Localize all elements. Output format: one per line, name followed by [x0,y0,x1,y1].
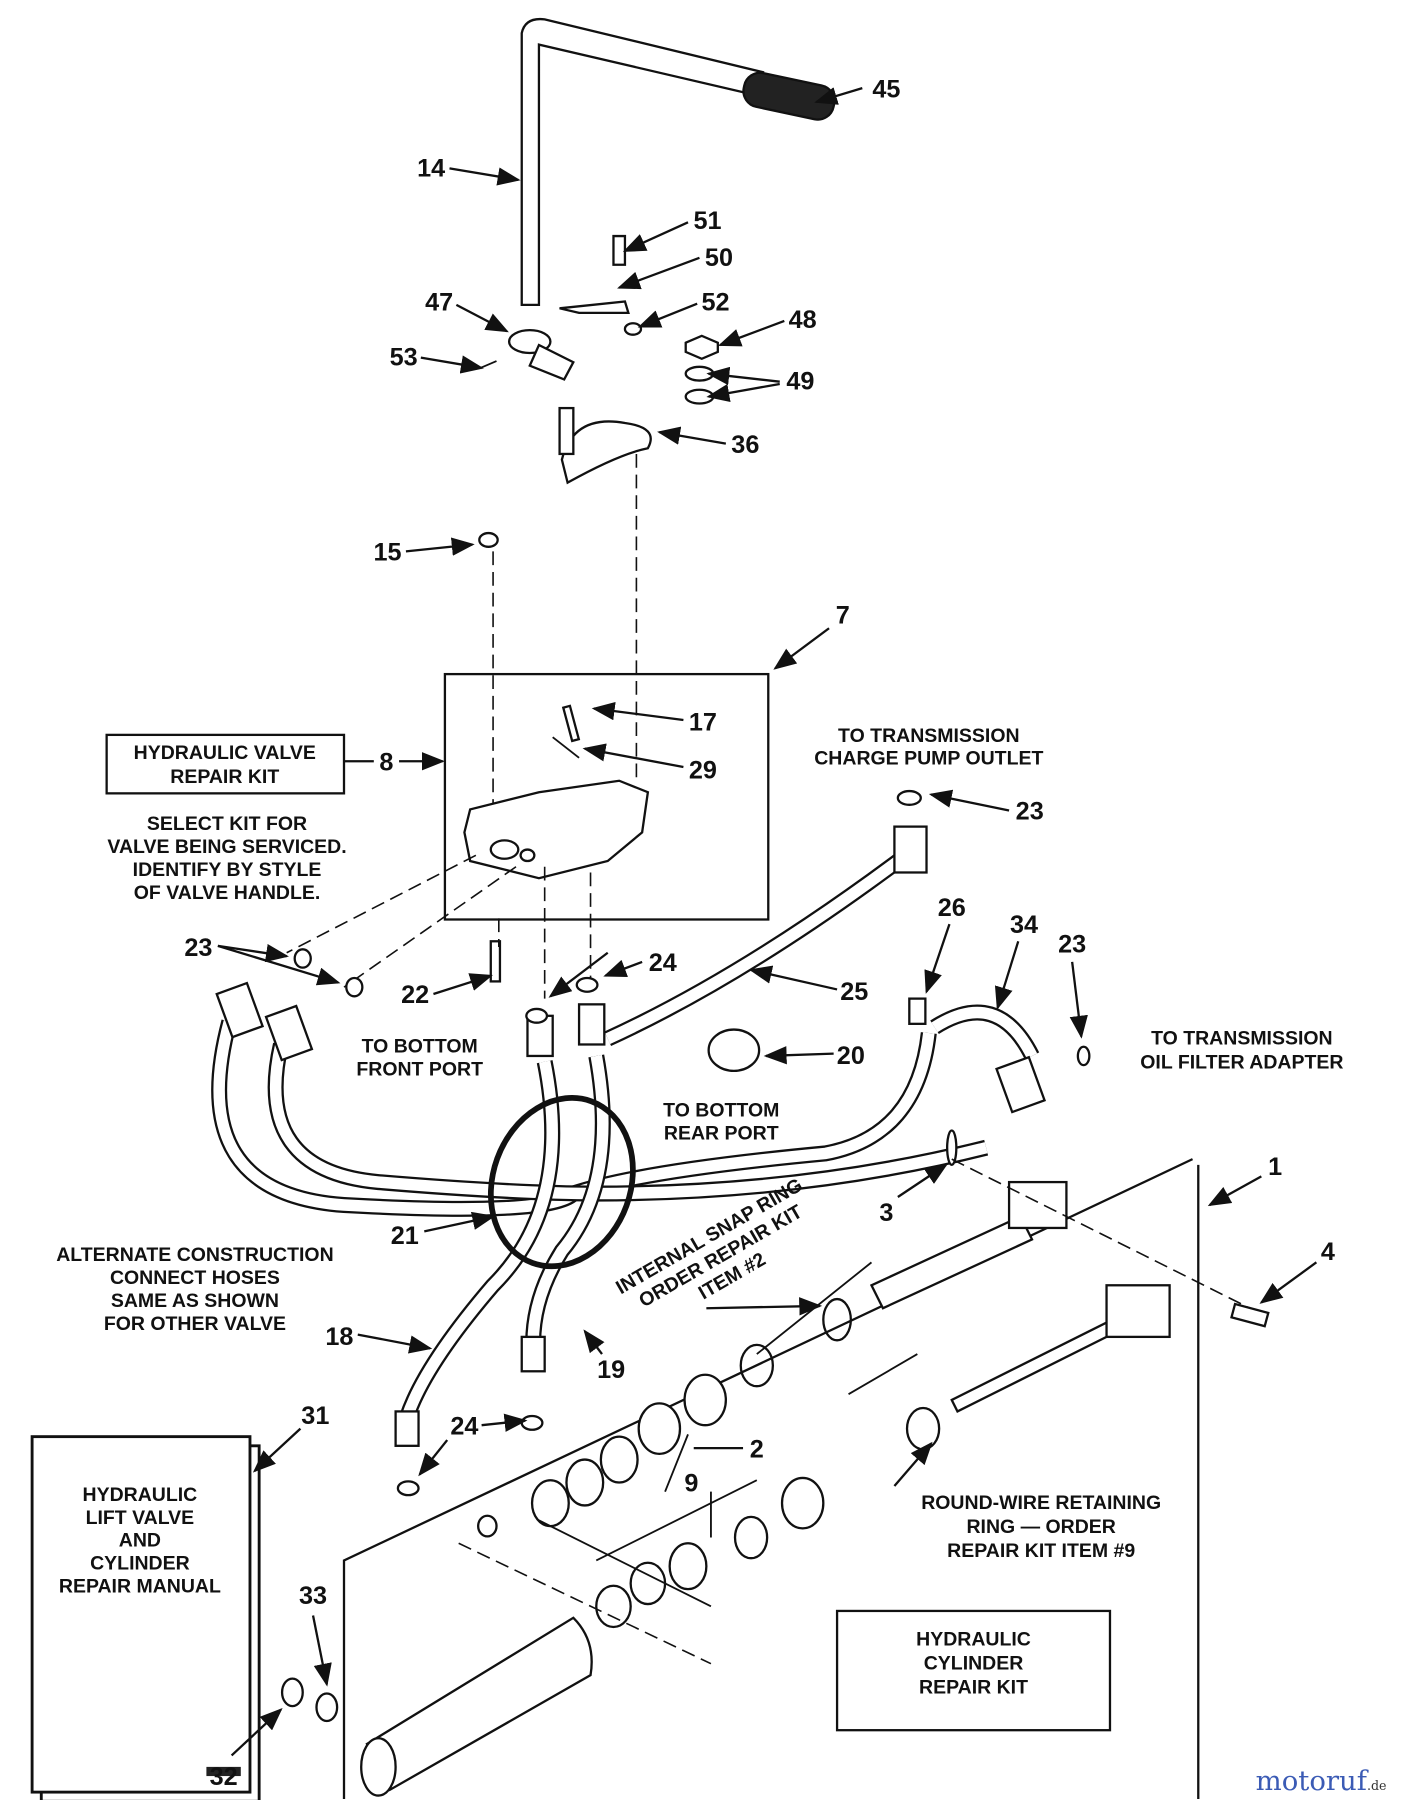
manual-title: HYDRAULIC [83,1484,198,1506]
bottom-front-note: FRONT PORT [356,1058,483,1080]
handle-grip [742,71,836,121]
callout-23: 23 [184,934,212,962]
valve-arm [560,420,652,485]
lift-handle [520,17,765,307]
callout-8: 8 [379,748,393,776]
round-wire-note: ROUND-WIRE RETAINING [921,1492,1161,1514]
bottom-rear-note: TO BOTTOM [663,1100,779,1122]
valve-kit-label: REPAIR KIT [170,766,279,788]
callout-31: 31 [301,1402,329,1430]
callout-4: 4 [1321,1238,1335,1266]
piston-rod [869,1214,1034,1310]
watermark-text: motoruf.de [1256,1765,1387,1797]
charge-pump-note: CHARGE PUMP OUTLET [814,748,1043,770]
valve-assembly-box [443,672,770,921]
cylinder-kit-label: HYDRAULIC [916,1628,1031,1650]
select-kit-note: IDENTIFY BY STYLE [133,859,322,881]
leader-arrows [217,87,1318,1757]
callout-29: 29 [689,756,717,784]
callout-53: 53 [390,344,418,372]
cylinder-barrel [365,1616,593,1792]
alternate-note: ALTERNATE CONSTRUCTION [56,1244,333,1266]
manual-title: REPAIR MANUAL [59,1576,221,1598]
callout-2: 2 [750,1435,764,1463]
cylinder-kit-label: REPAIR KIT [919,1677,1028,1699]
watermark: motoruf.de [1256,1765,1387,1797]
callout-23: 23 [1016,798,1044,826]
rod [950,1318,1120,1413]
select-kit-note: OF VALVE HANDLE. [134,882,321,904]
callout-23: 23 [1058,931,1086,959]
parts-drawing [30,17,1270,1800]
seals-and-pistons [280,1129,1270,1723]
watermark-suffix: .de [1367,1778,1387,1793]
callout-7: 7 [836,602,850,630]
callout-19: 19 [597,1356,625,1384]
round-wire-note: REPAIR KIT ITEM #9 [947,1540,1135,1562]
callout-21: 21 [391,1222,419,1250]
valve-body [463,779,650,880]
callout-51: 51 [693,207,721,235]
alternate-note: CONNECT HOSES [110,1267,280,1289]
callout-45: 45 [872,75,900,103]
cylinder-kit-box [835,1609,1112,1732]
callout-numbers: 45 14 51 50 52 47 48 49 53 36 15 7 17 29… [184,75,1335,1791]
cylinder-kit-label: CYLINDER [924,1652,1024,1674]
callout-17: 17 [689,708,717,736]
oil-filter-note: TO TRANSMISSION [1151,1027,1333,1049]
callout-3: 3 [879,1199,893,1227]
manual-title: LIFT VALVE [86,1507,195,1529]
callout-20: 20 [837,1042,865,1070]
manual-title: CYLINDER [90,1553,190,1575]
callout-32: 32 [210,1763,238,1791]
callout-24: 24 [450,1412,478,1440]
callout-22: 22 [401,981,429,1009]
callout-47: 47 [425,289,453,317]
callout-52: 52 [701,289,729,317]
select-kit-note: VALVE BEING SERVICED. [107,836,346,858]
callout-48: 48 [789,306,817,334]
alternate-note: SAME AS SHOWN [111,1290,279,1312]
callout-25: 25 [840,978,868,1006]
oil-filter-note: OIL FILTER ADAPTER [1140,1052,1343,1074]
watermark-text: motoruf [1256,1765,1369,1797]
callout-15: 15 [374,539,402,567]
callout-34: 34 [1010,911,1038,939]
alternate-note: FOR OTHER VALVE [104,1313,286,1335]
valve-kit-box [105,733,346,795]
valve-kit-label: HYDRAULIC VALVE [134,742,316,764]
manual-title: AND [119,1530,161,1552]
callout-24: 24 [649,949,677,977]
callout-1: 1 [1268,1153,1282,1181]
select-kit-note: SELECT KIT FOR [147,813,307,835]
callout-50: 50 [705,244,733,272]
charge-pump-note: TO TRANSMISSION [838,725,1020,747]
hose-clamp-ring [487,1095,636,1270]
callout-9: 9 [684,1470,698,1498]
callout-33: 33 [299,1582,327,1610]
lever-plate [559,300,630,315]
callout-14: 14 [417,154,445,182]
callout-49: 49 [786,368,814,396]
callout-26: 26 [938,894,966,922]
callout-18: 18 [325,1323,353,1351]
bottom-rear-note: REAR PORT [664,1123,779,1145]
bottom-front-note: TO BOTTOM [362,1036,478,1058]
callout-36: 36 [731,431,759,459]
round-wire-note: RING — ORDER [966,1516,1115,1538]
